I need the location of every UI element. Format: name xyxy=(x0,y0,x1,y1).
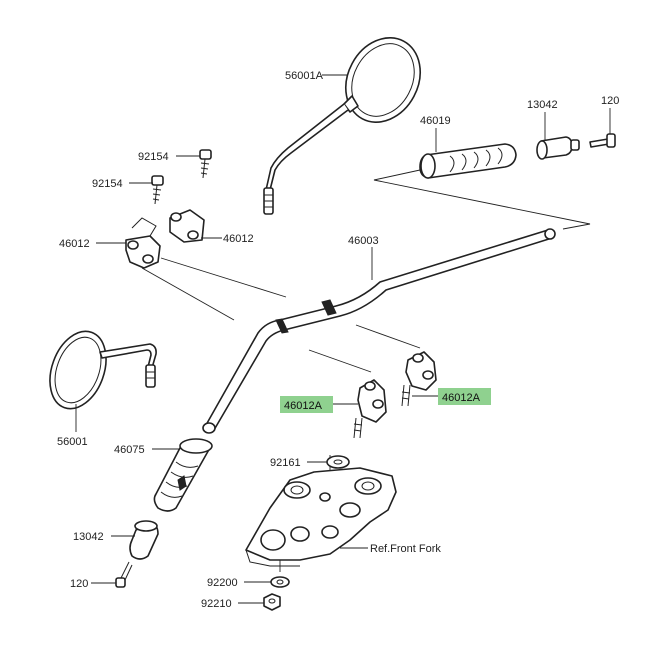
holder-upper-right xyxy=(169,209,205,243)
label-weight-left: 13042 xyxy=(73,531,104,543)
label-grip-right: 46019 xyxy=(420,115,451,127)
label-nut: 92210 xyxy=(201,598,232,610)
label-leaders xyxy=(75,74,611,604)
label-bolt-top-1: 92154 xyxy=(138,151,169,163)
grip-left xyxy=(153,438,213,512)
weight-right xyxy=(536,136,580,160)
handlebar xyxy=(202,228,556,434)
label-holder-left: 46012 xyxy=(59,238,90,250)
triple-clamp xyxy=(245,467,397,567)
bolt-right xyxy=(589,133,616,148)
label-washer-bottom: 92200 xyxy=(207,577,238,589)
bolt-upper-b xyxy=(151,175,164,205)
highlight-46012a-left xyxy=(280,396,333,413)
weight-left xyxy=(129,520,159,560)
nut-92210 xyxy=(263,593,281,611)
label-bolt-left: 120 xyxy=(70,578,88,590)
bolt-upper-a xyxy=(199,149,212,179)
label-bolt-right: 120 xyxy=(601,95,619,107)
mirror-right xyxy=(263,37,421,215)
washer-92200 xyxy=(270,576,290,588)
label-handlebar: 46003 xyxy=(348,235,379,247)
holder-lower-left xyxy=(353,379,387,439)
label-grip-left: 46075 xyxy=(114,444,145,456)
holder-lower-right xyxy=(401,351,437,407)
label-mirror-left: 56001 xyxy=(57,436,88,448)
label-holder-right-upper: 46012 xyxy=(223,233,254,245)
label-holder-a-left: 46012A xyxy=(284,400,323,412)
grip-right xyxy=(419,143,517,179)
washer-92161 xyxy=(326,455,350,469)
label-weight-right: 13042 xyxy=(527,99,558,111)
label-holder-a-right: 46012A xyxy=(442,392,481,404)
holder-upper-left xyxy=(125,217,161,269)
label-bolt-top-2: 92154 xyxy=(92,178,123,190)
bolt-left xyxy=(115,561,133,588)
label-washer: 92161 xyxy=(270,457,301,469)
label-ref-front-fork: Ref.Front Fork xyxy=(370,543,441,555)
mirror-left xyxy=(49,330,157,410)
label-mirror-right: 56001A xyxy=(285,70,324,82)
highlight-46012a-right xyxy=(438,388,491,405)
